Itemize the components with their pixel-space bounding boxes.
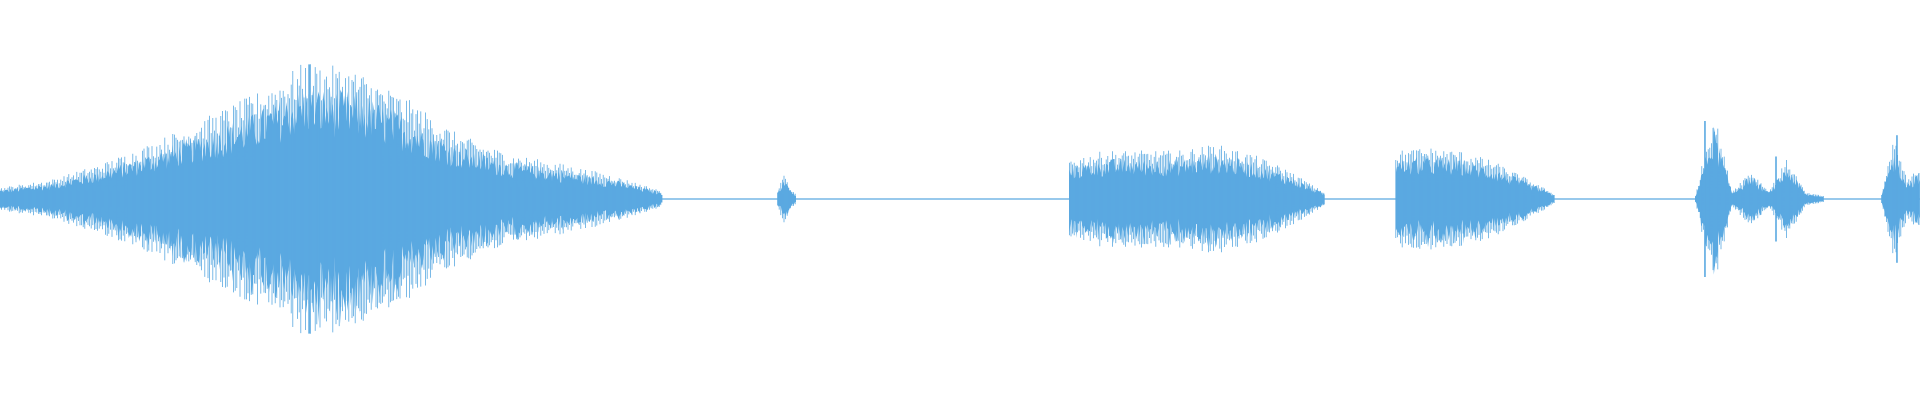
- segment-4-detail: [1395, 148, 1555, 250]
- segment-1-detail: [0, 64, 662, 334]
- segment-5-detail: [1695, 127, 1824, 271]
- segment-3-detail: [1069, 145, 1325, 253]
- waveform-segments: [0, 64, 1920, 334]
- waveform-spikes: [291, 64, 1898, 334]
- segment-6-detail: [1881, 144, 1920, 254]
- segment-2-detail: [777, 175, 796, 223]
